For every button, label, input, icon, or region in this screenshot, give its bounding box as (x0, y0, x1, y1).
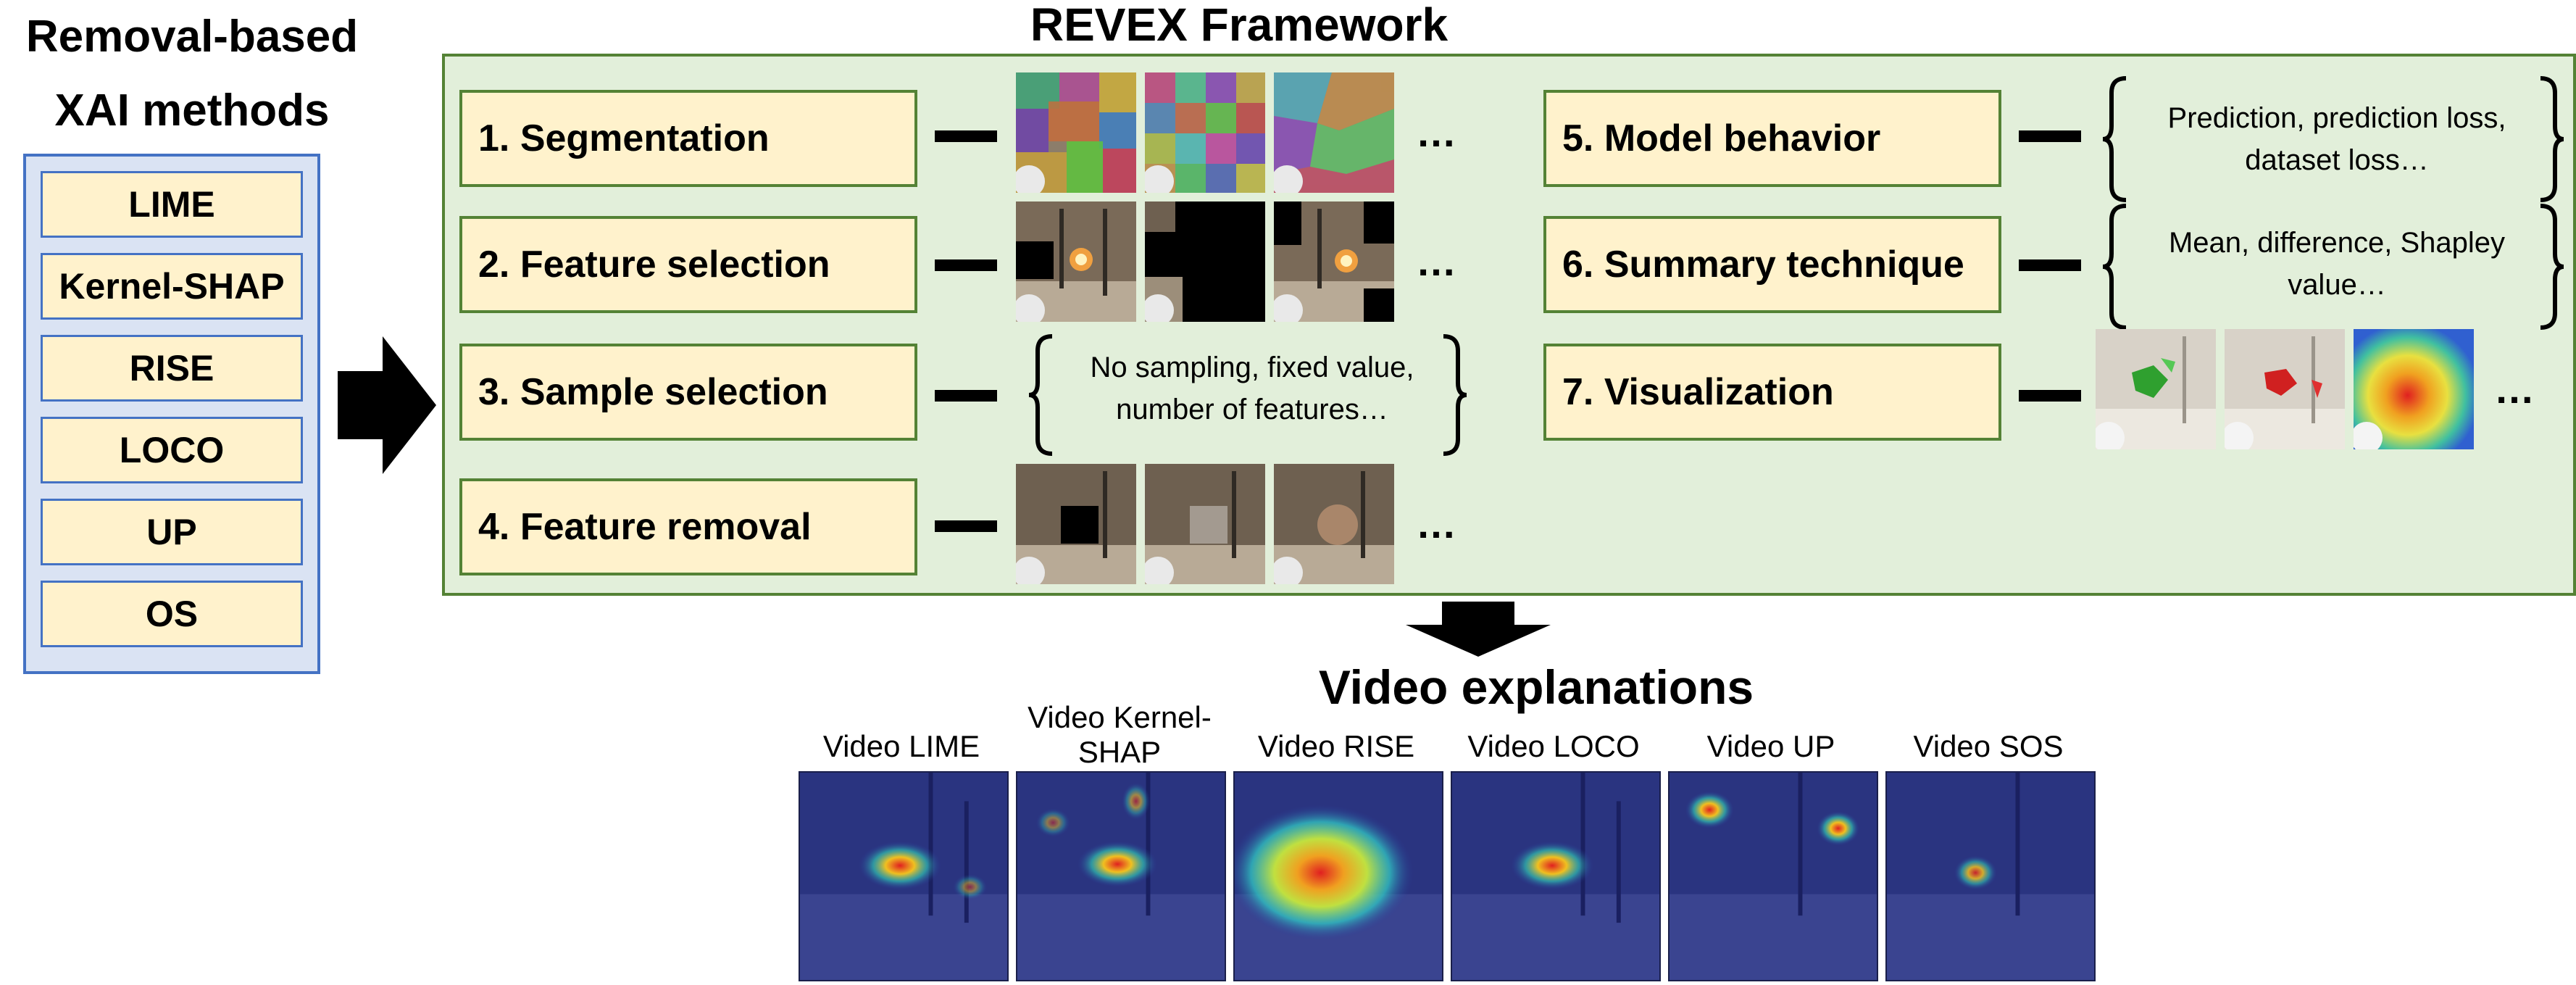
step-feature-removal: 4. Feature removal (459, 478, 917, 575)
visualization-thumbnail (2354, 329, 2474, 449)
step-sample-selection: 3. Sample selection (459, 344, 917, 441)
feature-selection-thumbnail (1274, 201, 1394, 322)
method-lime: LIME (41, 171, 303, 238)
segmentation-thumbnail (1274, 72, 1394, 193)
video-label-lime: Video LIME (822, 729, 980, 763)
feature-selection-thumbnail (1145, 201, 1265, 322)
ellipsis: … (2494, 366, 2536, 412)
video-explanations-title: Video explanations (1318, 660, 1754, 714)
video-sos-heatmap (1885, 771, 2096, 981)
video-rise-heatmap (1233, 771, 1443, 981)
connector-dash (935, 130, 997, 142)
step-model-behavior: 5. Model behavior (1543, 90, 2001, 187)
xai-methods-list: LIME Kernel-SHAP RISE LOCO UP OS (23, 154, 320, 674)
video-kernel-shap-heatmap (1016, 771, 1226, 981)
summary-technique-options: Mean, difference, Shapley value… (2168, 227, 2505, 301)
ellipsis: … (1416, 501, 1458, 546)
revex-framework-title: REVEX Framework (1030, 0, 1449, 51)
feature-removal-thumbnail (1145, 464, 1265, 584)
down-arrow-icon (1406, 602, 1551, 657)
step-feature-selection: 2. Feature selection (459, 216, 917, 313)
right-brace-icon (2540, 76, 2564, 202)
connector-dash (2019, 259, 2081, 271)
step-summary-technique: 6. Summary technique (1543, 216, 2001, 313)
ellipsis: … (1416, 238, 1458, 284)
method-kernel-shap: Kernel-SHAP (41, 253, 303, 320)
ellipsis: … (1416, 109, 1458, 155)
step-visualization: 7. Visualization (1543, 344, 2001, 441)
video-label-loco: Video LOCO (1467, 729, 1640, 763)
connector-dash (935, 259, 997, 271)
video-lime-heatmap (799, 771, 1009, 981)
left-brace-icon (2102, 76, 2127, 202)
step-segmentation: 1. Segmentation (459, 90, 917, 187)
connector-dash (2019, 130, 2081, 142)
video-label-up: Video UP (1706, 729, 1835, 763)
visualization-thumbnail (2225, 329, 2345, 449)
right-arrow-icon (338, 336, 436, 474)
video-label-kernel-shap: Video Kernel-SHAP (1028, 700, 1212, 769)
feature-removal-thumbnail (1016, 464, 1136, 584)
feature-removal-thumbnail (1274, 464, 1394, 584)
video-label-rise: Video RISE (1257, 729, 1415, 763)
connector-dash (935, 390, 997, 402)
method-loco: LOCO (41, 417, 303, 483)
right-brace-icon (2540, 204, 2564, 330)
video-loco-heatmap (1451, 771, 1661, 981)
segmentation-thumbnail (1016, 72, 1136, 193)
visualization-thumbnail (2096, 329, 2216, 449)
left-brace-icon (2102, 204, 2127, 330)
video-label-sos: Video SOS (1913, 729, 2064, 763)
xai-methods-title: Removal-based XAI methods (25, 12, 359, 136)
right-brace-icon (1443, 334, 1467, 456)
method-up: UP (41, 499, 303, 565)
feature-selection-thumbnail (1016, 201, 1136, 322)
left-brace-icon (1028, 334, 1053, 456)
method-rise: RISE (41, 335, 303, 402)
connector-dash (935, 520, 997, 532)
video-up-heatmap (1668, 771, 1878, 981)
connector-dash (2019, 390, 2081, 402)
segmentation-thumbnail (1145, 72, 1265, 193)
method-os: OS (41, 581, 303, 647)
sample-selection-options: No sampling, fixed value, number of feat… (1090, 352, 1414, 425)
model-behavior-options: Prediction, prediction loss, dataset los… (2167, 102, 2506, 176)
